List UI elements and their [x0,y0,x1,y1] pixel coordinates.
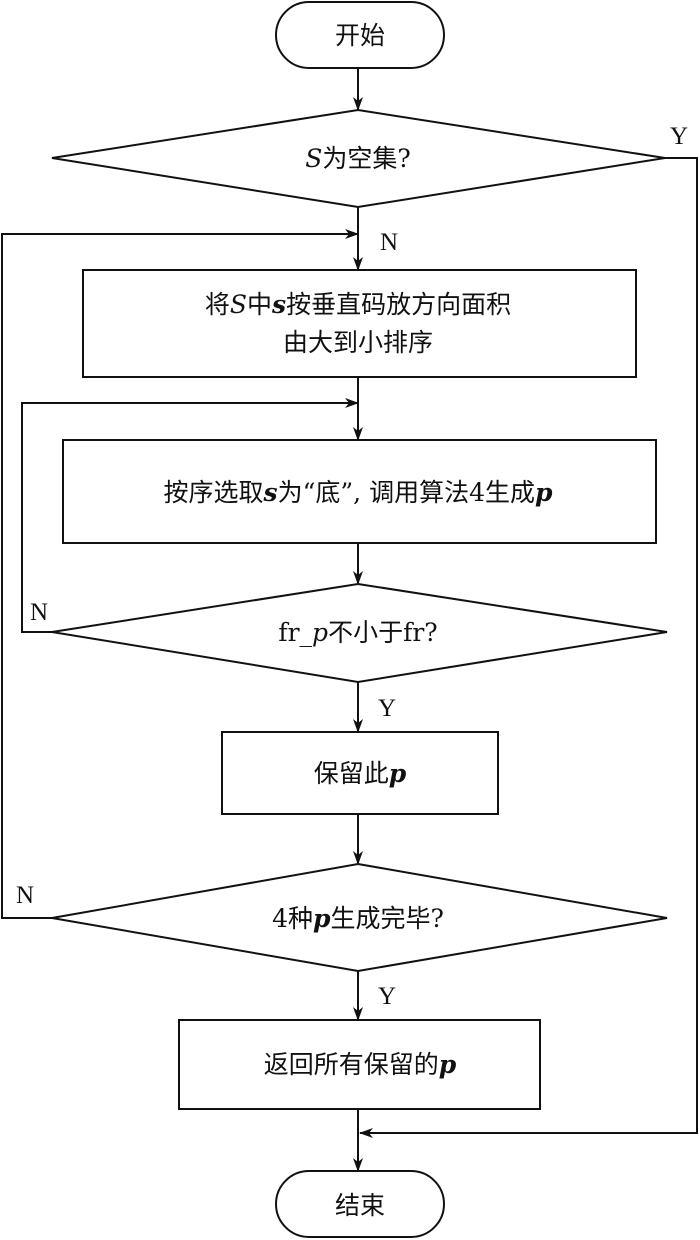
text-span: 由大到小排序 [283,328,433,357]
end-label: 结束 [335,1191,385,1220]
text-span: 保留此 [314,759,389,788]
text-span: 不小于fr? [328,618,438,647]
d3-no-label: N [16,882,34,909]
text-span: s [263,478,278,507]
text-span: s [271,290,286,319]
process-return-all-label: 返回所有保留的p [264,1050,457,1079]
process-sort-line1: 将S中s按垂直码放方向面积 [205,290,511,319]
text-span: p [312,618,328,647]
process-keep-p-label: 保留此p [314,759,407,788]
text-span: 为空集? [322,144,410,173]
text-span: 返回所有保留的 [264,1050,439,1079]
text-span: p [313,904,331,933]
start-terminal [275,1,445,69]
edge-d1-yes-end [359,157,698,1138]
text-span: S [305,144,322,173]
d1-no-label: N [380,229,398,256]
edge-d2-no-loop [21,398,359,633]
text-span: 按序选取 [164,478,264,507]
process-sort [82,269,637,378]
text-span: p [389,759,407,788]
text-span: 将 [205,290,230,319]
edge-d3-no-loop [1,229,359,919]
d2-no-label: N [30,599,48,626]
text-span: 按垂直码放方向面积 [286,290,511,319]
decision-all-generated-label: 4种p生成完毕? [272,904,444,933]
text-span: 为“底”, 调用算法4生成 [278,478,535,507]
process-select-base-label: 按序选取s为“底”, 调用算法4生成p [164,478,553,507]
d1-yes-label: Y [670,123,688,150]
text-span: S [230,290,247,319]
decision-fr-check-label: fr_p不小于fr? [278,618,437,647]
d2-yes-label: Y [378,695,396,722]
text-span: p [439,1050,457,1079]
d3-yes-label: Y [378,983,396,1010]
text-span: 4种 [272,904,313,933]
text-span: fr_ [278,618,312,647]
start-label: 开始 [335,21,385,50]
text-span: 中 [247,290,272,319]
process-sort-line2: 由大到小排序 [283,328,433,357]
text-span: 生成完毕? [330,904,443,933]
decision-s-empty-label: S为空集? [305,144,411,173]
text-span: p [535,478,553,507]
